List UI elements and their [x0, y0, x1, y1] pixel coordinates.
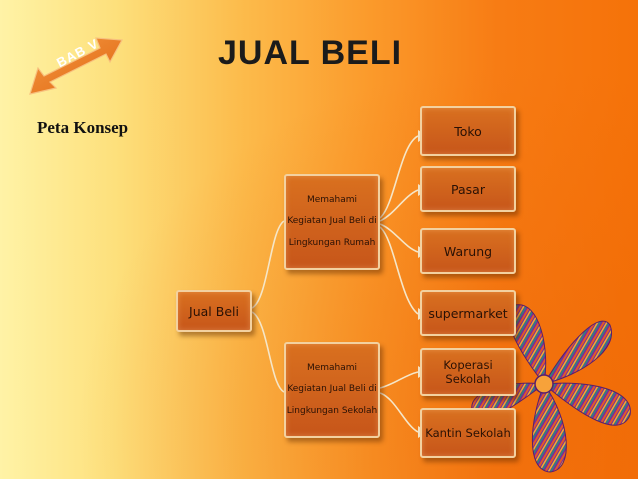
chapter-badge-arrow-icon: [29, 37, 123, 95]
subtitle: Peta Konsep: [37, 118, 129, 137]
leaf-label: Koperasi Sekolah: [443, 358, 493, 386]
leaf-node-toko: Toko: [420, 106, 516, 156]
branch-line-3: Lingkungan Rumah: [288, 237, 376, 248]
leaf-label: Kantin Sekolah: [425, 426, 511, 440]
branch-line-2: Kegiatan Jual Beli di: [287, 216, 377, 227]
leaf-label: Toko: [454, 123, 482, 139]
leaf-label: supermarket: [428, 305, 508, 321]
leaf-node-kantin: Kantin Sekolah: [420, 408, 516, 458]
branch-line-3: Lingkungan Sekolah: [286, 405, 378, 416]
decorative-flower-icon: [471, 304, 631, 473]
root-node-label: Jual Beli: [189, 303, 239, 319]
branch-line-2: Kegiatan Jual Beli di: [287, 384, 377, 395]
leaf-label: Pasar: [451, 181, 485, 197]
root-node: Jual Beli: [176, 290, 252, 332]
branch-line-1: Memahami: [306, 362, 358, 373]
branch-node-sekolah: Memahami Kegiatan Jual Beli di Lingkunga…: [284, 342, 380, 438]
leaf-node-warung: Warung: [420, 228, 516, 274]
leaf-node-supermarket: supermarket: [420, 290, 516, 336]
page-title: JUAL BELI: [218, 34, 403, 72]
leaf-label: Warung: [443, 243, 493, 259]
branch-node-rumah: Memahami Kegiatan Jual Beli di Lingkunga…: [284, 174, 380, 270]
leaf-node-pasar: Pasar: [420, 166, 516, 212]
branch-line-1: Memahami: [306, 194, 358, 205]
leaf-node-koperasi: Koperasi Sekolah: [420, 348, 516, 396]
